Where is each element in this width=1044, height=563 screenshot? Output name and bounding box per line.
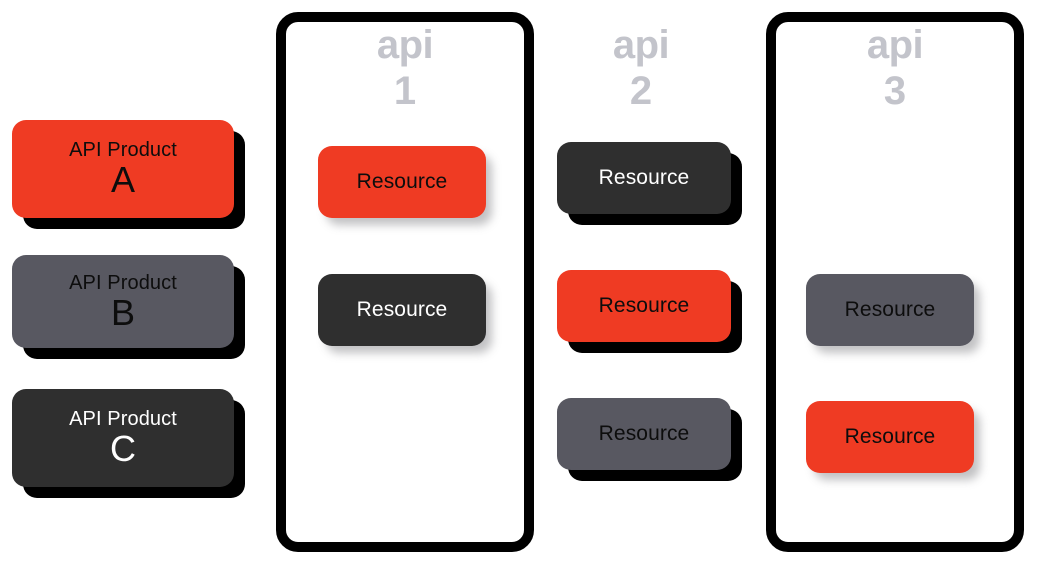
resource-chip[interactable]: Resource (557, 398, 731, 470)
api-header-number: 1 (393, 69, 417, 113)
resource-chip[interactable]: Resource (318, 274, 486, 346)
resource-label: Resource (844, 298, 936, 321)
api-product-letter: C (110, 428, 136, 469)
resource-label: Resource (598, 166, 690, 189)
resource-chip[interactable]: Resource (557, 142, 731, 214)
resource-chip[interactable]: Resource (806, 401, 974, 473)
api-header-word: api (612, 23, 670, 67)
resource-label: Resource (356, 170, 448, 193)
api-product-label: API Product (69, 271, 177, 294)
resource-label: Resource (598, 294, 690, 317)
api-header-number: 3 (883, 69, 907, 113)
api-product-letter: B (110, 291, 135, 333)
resource-chip[interactable]: Resource (557, 270, 731, 342)
resource-label: Resource (598, 422, 690, 445)
api-product-label: API Product (69, 139, 177, 161)
api-header-word: api (376, 23, 434, 67)
resource-chip[interactable]: Resource (806, 274, 974, 346)
api-product-label: API Product (69, 408, 177, 430)
api-header-word: api (866, 23, 924, 67)
api-product-letter: A (110, 159, 135, 200)
api-header-number: 2 (629, 69, 653, 113)
resource-label: Resource (356, 298, 448, 321)
resource-chip[interactable]: Resource (318, 146, 486, 218)
resource-label: Resource (844, 425, 936, 448)
